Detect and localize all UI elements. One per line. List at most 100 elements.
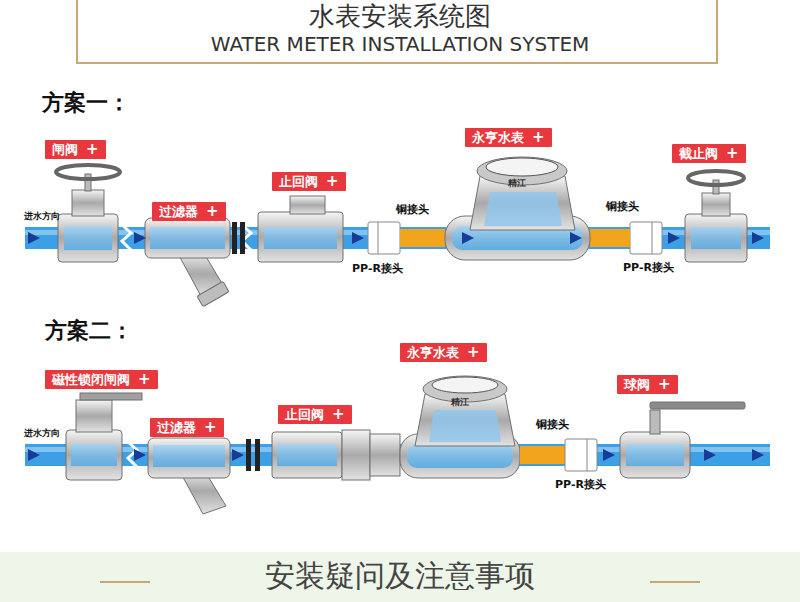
part-name: 球阀	[624, 377, 650, 392]
flow-arrow	[28, 232, 40, 244]
plus-mark: +	[726, 144, 739, 162]
fitting-label: PP-R接头	[352, 262, 403, 275]
part-label: 止回阀+	[278, 405, 352, 424]
plus-mark: +	[467, 343, 480, 361]
check-valve	[258, 196, 343, 262]
brass-fitting	[590, 229, 630, 247]
ppr-fitting	[652, 222, 653, 254]
brass-fitting	[520, 446, 565, 464]
ball-valve	[620, 432, 690, 478]
gate-valve	[72, 190, 104, 216]
part-name: 永亨水表	[472, 130, 524, 145]
filter	[197, 281, 229, 306]
filter	[148, 438, 230, 478]
fitting-label: 铜接头	[536, 418, 569, 431]
part-label: 过滤器+	[150, 418, 224, 437]
globe-valve	[688, 171, 744, 185]
title-frame	[76, 62, 718, 64]
ppr-fitting	[378, 222, 379, 254]
plus-mark: +	[658, 375, 671, 393]
check-valve	[272, 432, 342, 478]
flow-arrow	[752, 449, 764, 461]
plus-mark: +	[332, 405, 345, 423]
gate-valve	[56, 165, 120, 262]
flow-arrow	[28, 232, 764, 244]
filter	[145, 218, 230, 307]
flow-arrow	[28, 449, 764, 461]
ring	[232, 222, 237, 254]
flow-direction: 进水方向	[24, 211, 60, 222]
plus-mark: +	[326, 172, 339, 190]
ppr-fitting	[565, 439, 597, 471]
ring	[246, 439, 251, 471]
filter	[150, 227, 225, 249]
water-meter	[429, 410, 501, 442]
flow-arrow	[752, 232, 764, 244]
pipe-break	[122, 225, 251, 250]
magnetic-gate-valve	[66, 393, 142, 480]
union-fitting	[342, 430, 370, 480]
water-meter	[486, 158, 558, 176]
title-frame	[716, 0, 718, 63]
water-meter	[445, 157, 590, 260]
flow-direction: 进水方向	[24, 428, 60, 439]
globe-valve	[685, 214, 747, 262]
bottom-band	[100, 581, 150, 583]
water-meter	[400, 376, 520, 478]
ball-valve	[620, 402, 745, 478]
gate-valve	[56, 165, 120, 179]
part-name: 过滤器	[159, 204, 198, 219]
part-label: 永亨水表+	[465, 128, 552, 147]
brass-fitting	[520, 446, 565, 464]
part-name: 磁性锁闭闸阀	[52, 372, 130, 387]
ppr-fitting	[587, 439, 588, 471]
fitting-label: 铜接头	[606, 200, 639, 213]
fitting-label: PP-R接头	[623, 261, 674, 274]
plus-mark: +	[206, 202, 219, 220]
water-meter	[407, 444, 513, 468]
flow-arrow	[134, 232, 146, 244]
flow-arrow	[134, 449, 146, 461]
part-name: 止回阀	[279, 174, 318, 189]
part-label: 过滤器 +	[152, 202, 226, 221]
flow-arrow	[570, 232, 582, 244]
filter	[145, 218, 230, 258]
gate-valve	[85, 174, 91, 191]
flow-arrow	[28, 449, 40, 461]
union-fitting	[342, 430, 400, 480]
part-label: 止回阀 +	[272, 172, 346, 191]
flow-arrow	[704, 449, 716, 461]
water-meter	[484, 192, 562, 226]
part-label: 闸阀+	[45, 140, 106, 159]
bottom-band	[0, 552, 800, 602]
scheme-heading: 方案二：	[45, 318, 133, 344]
filter	[148, 438, 230, 514]
check-valve	[290, 196, 325, 214]
water-meter	[470, 176, 575, 230]
fitting-label: PP-R接头	[555, 478, 606, 491]
fitting-label: 铜接头	[396, 203, 429, 216]
part-name: 过滤器	[157, 420, 196, 435]
bottom-band	[650, 581, 700, 583]
check-valve	[277, 444, 337, 466]
pipe-break	[122, 225, 131, 250]
water-meter	[415, 394, 515, 446]
union-fitting	[370, 434, 400, 476]
title-frame	[76, 0, 78, 63]
magnetic-gate-valve	[66, 430, 122, 480]
part-name: 永亨水表	[407, 345, 459, 360]
scheme-heading: 方案一：	[42, 90, 130, 116]
magnetic-gate-valve	[76, 400, 112, 432]
check-valve	[272, 432, 342, 478]
magnetic-gate-valve	[71, 444, 117, 466]
flow-arrow	[462, 232, 474, 244]
ball-valve	[650, 410, 660, 434]
ppr-fitting	[368, 222, 400, 254]
filter	[153, 445, 225, 467]
gate-valve	[58, 214, 118, 262]
bottom-band	[0, 552, 800, 602]
brand-mark: 精江	[508, 178, 526, 189]
section-heading: 安装疑问及注意事项	[0, 558, 800, 594]
gate-valve	[64, 226, 112, 250]
part-label: 截止阀+	[672, 144, 746, 163]
